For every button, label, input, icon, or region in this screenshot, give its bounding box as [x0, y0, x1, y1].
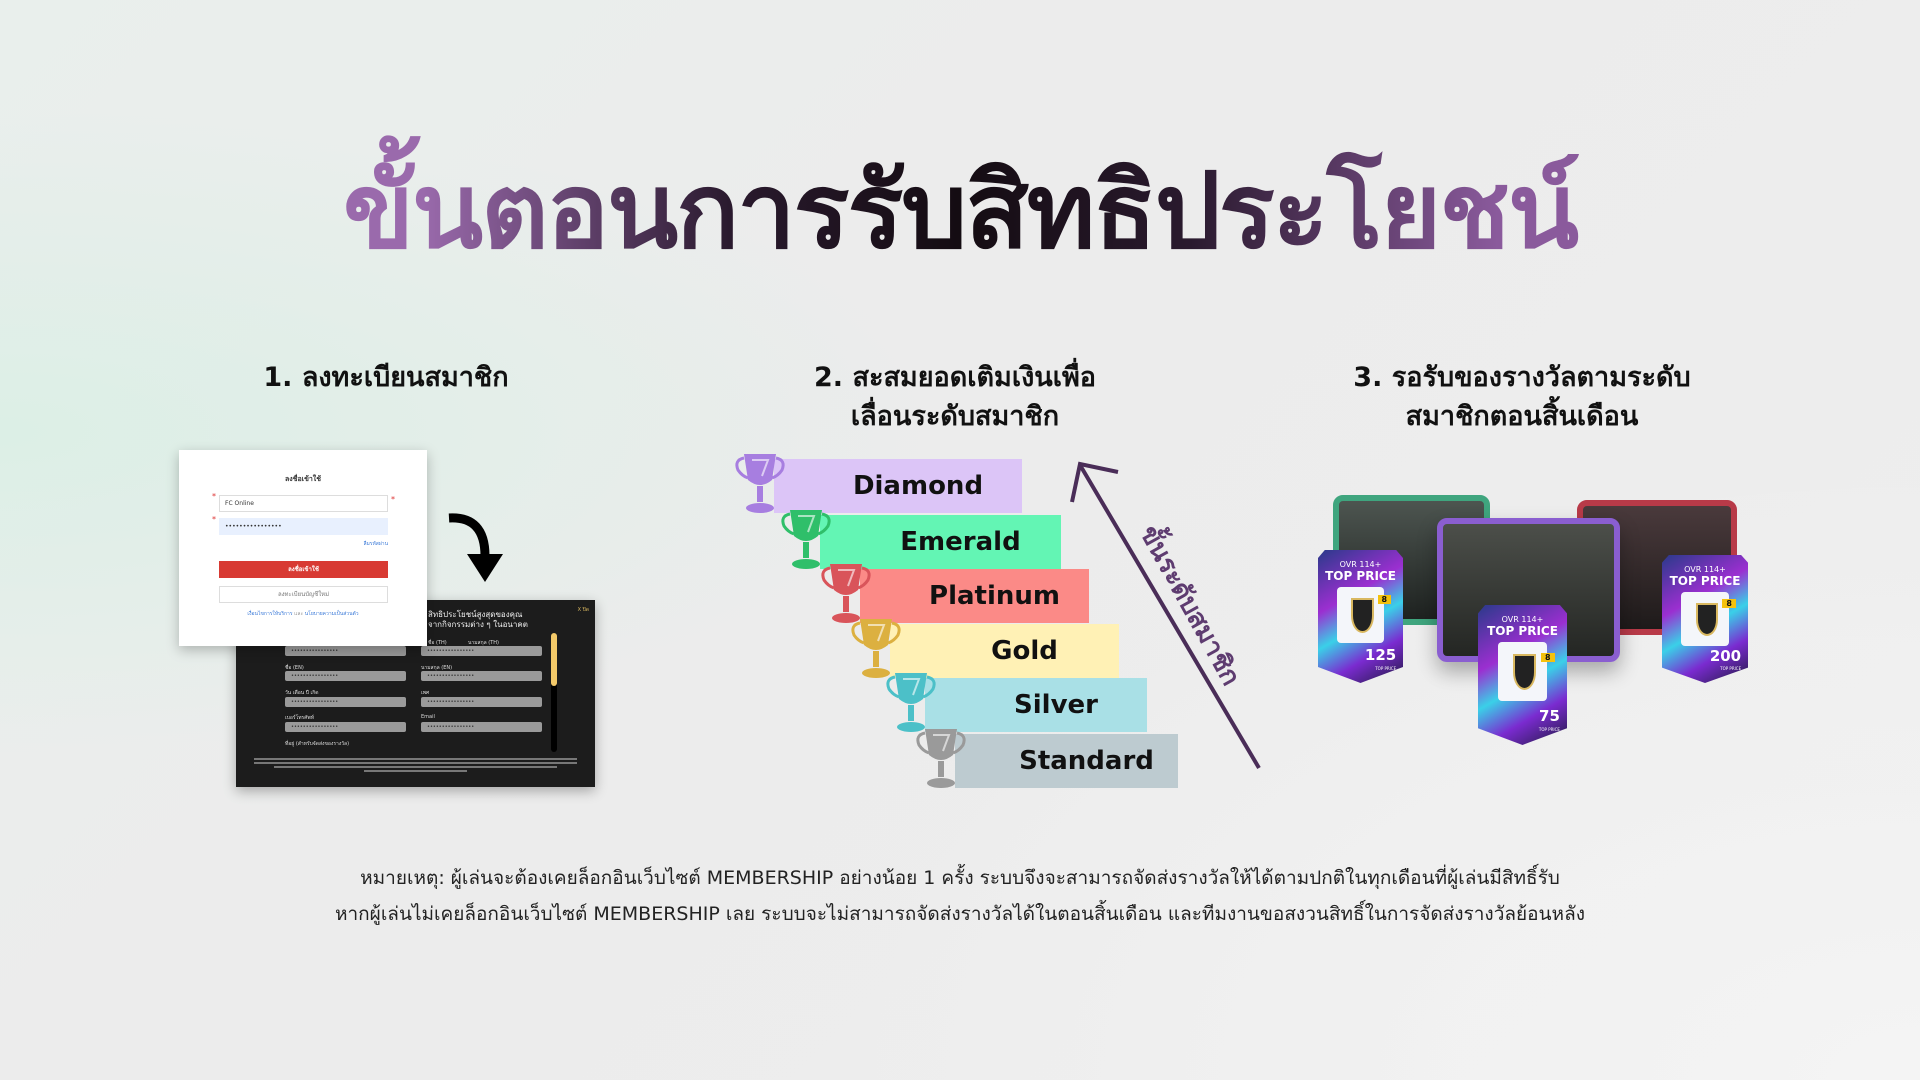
form-heading-line2: จากกิจกรรมต่าง ๆ ในอนาคต — [428, 620, 528, 629]
card-value: 125 — [1364, 646, 1397, 665]
step-3-line1: 3. รอรับของรางวัลตามระดับ — [1353, 362, 1691, 393]
card-sublabel: TOP PRICE — [1375, 666, 1397, 672]
note-line-2: หากผู้เล่นไม่เคยล็อกอินเว็บไซต์ MEMBERSH… — [334, 903, 1585, 925]
terms-link[interactable]: เงื่อนไขการให้บริการ — [247, 611, 293, 617]
trophy-icon — [916, 729, 966, 788]
note-line-1: หมายเหตุ: ผู้เล่นจะต้องเคยล็อกอินเว็บไซต… — [360, 867, 1560, 889]
trophy-icon — [735, 454, 785, 513]
close-button[interactable]: X ปิด — [577, 607, 589, 613]
field-label: นามสกุล (TH) — [468, 640, 499, 646]
step-1-line1: 1. ลงทะเบียนสมาชิก — [263, 362, 509, 393]
trophy-icon — [851, 619, 901, 678]
address-label: ที่อยู่ (สำหรับจัดส่งของรางวัล) — [285, 741, 350, 747]
tier-label: Silver — [1014, 690, 1098, 720]
legal-links: เงื่อนไขการให้บริการ และ นโยบายความเป็นส… — [179, 610, 427, 618]
step-1-heading: 1. ลงทะเบียนสมาชิก — [186, 358, 586, 397]
required-mark: * — [212, 492, 216, 501]
card-title: TOP PRICE — [1487, 624, 1558, 638]
field-label: Email — [421, 714, 435, 720]
card-value: 75 — [1539, 707, 1560, 726]
tier-bar-emerald: Emerald — [820, 515, 1061, 569]
and-text: และ — [294, 611, 304, 617]
tier-bar-diamond: Diamond — [774, 459, 1022, 513]
scrollbar-thumb[interactable] — [551, 633, 557, 686]
trophy-icon — [886, 673, 936, 732]
login-title: ลงชื่อเข้าใช้ — [285, 475, 321, 483]
disclaimer-lines — [254, 756, 577, 774]
form-input[interactable]: •••••••••••••••• — [421, 722, 542, 732]
scrollbar[interactable] — [551, 633, 557, 752]
step-2-line1: 2. สะสมยอดเติมเงินเพื่อ — [814, 362, 1096, 393]
card-ovr: OVR 114+ — [1339, 560, 1382, 569]
form-input[interactable]: •••••••••••••••• — [285, 697, 406, 707]
required-mark: * — [212, 515, 216, 524]
form-input[interactable]: •••••••••••••••• — [421, 697, 542, 707]
form-input[interactable]: •••••••••••••••• — [421, 646, 542, 656]
login-card-screenshot: ลงชื่อเข้าใช้ * FC Online * * ••••••••••… — [179, 450, 427, 646]
card-badge: 8 — [1722, 598, 1736, 608]
tier-bar-standard: Standard — [955, 734, 1178, 788]
step-3-heading: 3. รอรับของรางวัลตามระดับสมาชิกตอนสิ้นเด… — [1322, 358, 1722, 436]
trophy-icon — [821, 564, 871, 623]
card-ovr: OVR 114+ — [1684, 565, 1726, 574]
curved-arrow-icon — [448, 513, 503, 582]
field-label: เบอร์โทรศัพท์ — [285, 715, 315, 721]
password-field[interactable]: •••••••••••••••• — [219, 518, 388, 535]
tier-label: Diamond — [852, 471, 984, 501]
register-button[interactable]: ลงทะเบียนบัญชีใหม่ — [219, 586, 388, 603]
field-label: นามสกุล (EN) — [421, 665, 453, 671]
tier-bar-platinum: Platinum — [860, 569, 1089, 623]
tier-label: Gold — [991, 636, 1058, 666]
card-title: TOP PRICE — [1325, 569, 1396, 583]
shirt-icon — [1681, 592, 1729, 646]
form-input[interactable]: •••••••••••••••• — [285, 646, 406, 656]
step-3-line2: สมาชิกตอนสิ้นเดือน — [1405, 401, 1639, 432]
shirt-icon — [1498, 642, 1547, 701]
username-field[interactable]: FC Online — [219, 495, 388, 512]
card-title: TOP PRICE — [1669, 574, 1741, 588]
trophy-icon — [781, 510, 831, 569]
tier-bar-silver: Silver — [925, 678, 1147, 732]
card-value: 200 — [1709, 647, 1742, 666]
card-sublabel: TOP PRICE — [1720, 666, 1742, 672]
field-label: วัน เดือน ปี เกิด — [285, 690, 319, 696]
card-badge: 8 — [1377, 595, 1392, 605]
card-badge: 8 — [1540, 652, 1555, 662]
login-button[interactable]: ลงชื่อเข้าใช้ — [219, 561, 388, 578]
form-input[interactable]: •••••••••••••••• — [421, 671, 542, 681]
shirt-icon — [1337, 587, 1384, 643]
form-input[interactable]: •••••••••••••••• — [285, 722, 406, 732]
form-heading-line1: สิทธิประโยชน์สูงสุดของคุณ — [428, 610, 523, 619]
forgot-password-link[interactable]: ลืมรหัสผ่าน — [363, 541, 388, 547]
required-mark: * — [391, 495, 395, 504]
page-title: ขั้นตอนการรับสิทธิประโยชน์ — [0, 128, 1920, 293]
field-label: ชื่อ (TH) — [428, 640, 447, 646]
card-sublabel: TOP PRICE — [1538, 727, 1560, 733]
field-label: ชื่อ (EN) — [285, 665, 304, 671]
form-input[interactable]: •••••••••••••••• — [285, 671, 406, 681]
tier-bar-gold: Gold — [890, 624, 1119, 678]
card-ovr: OVR 114+ — [1501, 615, 1544, 624]
tier-label: Standard — [1019, 746, 1154, 776]
privacy-link[interactable]: นโยบายความเป็นส่วนตัว — [304, 611, 359, 617]
up-arrow-icon — [1070, 461, 1261, 770]
form-heading: สิทธิประโยชน์สูงสุดของคุณ จากกิจกรรมต่าง… — [428, 610, 528, 630]
tier-label: Emerald — [900, 527, 1021, 557]
step-2-line2: เลื่อนระดับสมาชิก — [850, 401, 1060, 432]
field-label: เพศ — [421, 690, 430, 696]
tier-label: Platinum — [929, 581, 1060, 611]
step-2-heading: 2. สะสมยอดเติมเงินเพื่อเลื่อนระดับสมาชิก — [755, 358, 1155, 436]
